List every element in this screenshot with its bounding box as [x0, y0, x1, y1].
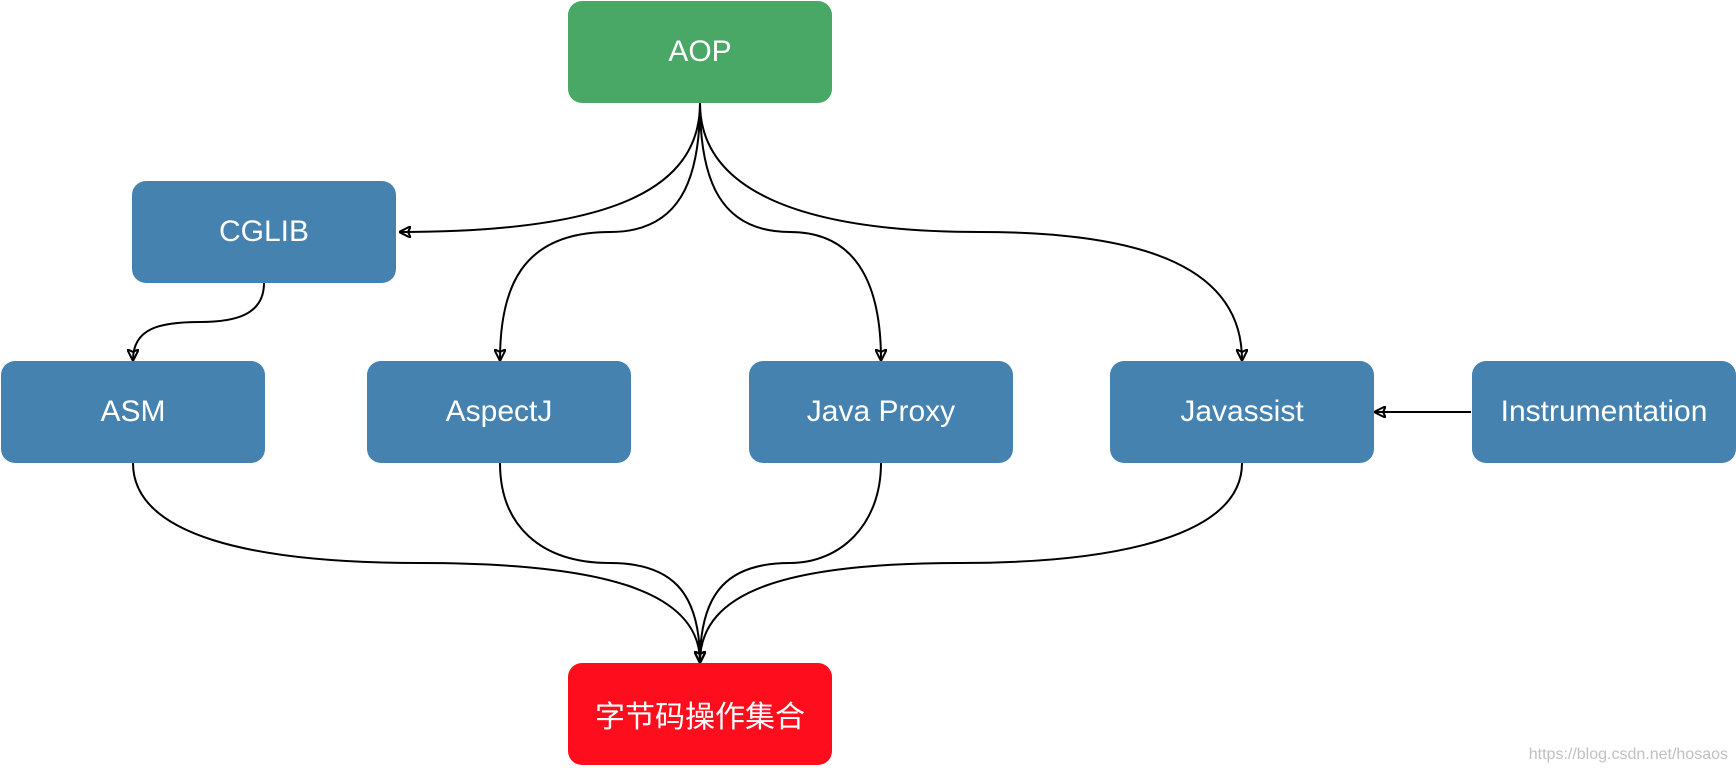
edge-javassist-to-bytecode	[700, 462, 1243, 662]
node-javassist: Javassist	[1110, 361, 1374, 463]
edge-java-proxy-to-bytecode	[700, 462, 882, 662]
edge-aop-to-aspectj	[500, 102, 701, 360]
node-instrumentation: Instrumentation	[1472, 361, 1736, 463]
edge-asm-to-bytecode	[132, 462, 700, 662]
node-bytecode-set-label: 字节码操作集合	[595, 701, 805, 734]
edge-aop-to-cglib	[400, 102, 701, 232]
node-cglib-label: CGLIB	[218, 215, 310, 248]
edge-aop-to-java-proxy	[699, 102, 881, 360]
node-aop-label: AOP	[668, 35, 732, 68]
node-cglib: CGLIB	[132, 181, 396, 283]
node-java-proxy: Java Proxy	[749, 361, 1013, 463]
node-javassist-label: Javassist	[1180, 395, 1304, 428]
node-aop: AOP	[568, 1, 832, 103]
node-aspectj: AspectJ	[367, 361, 631, 463]
edge-aop-to-javassist	[699, 102, 1242, 360]
edge-aspectj-to-bytecode	[499, 462, 700, 662]
node-java-proxy-label: Java Proxy	[806, 395, 956, 428]
watermark: https://blog.csdn.net/hosaos	[1528, 746, 1728, 763]
node-aspectj-label: AspectJ	[445, 395, 553, 428]
node-instrumentation-label: Instrumentation	[1500, 395, 1708, 428]
node-bytecode-set: 字节码操作集合	[568, 663, 832, 765]
edge-cglib-to-asm	[133, 282, 265, 360]
node-asm-label: ASM	[100, 395, 166, 428]
node-asm: ASM	[1, 361, 265, 463]
